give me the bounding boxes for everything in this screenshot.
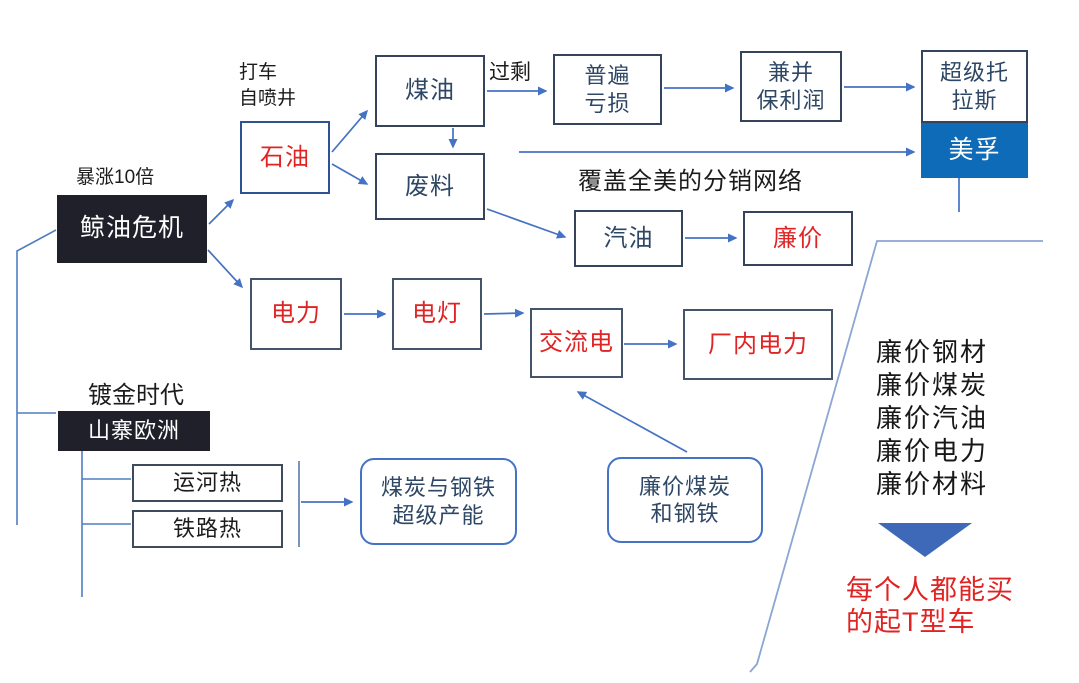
surplus-label: 过剩 [489,61,531,84]
summary-list: 廉价钢材 廉价煤炭 廉价汽油 廉价电力 廉价材料 [876,336,988,501]
summary-item: 廉价煤炭 [876,370,989,400]
node-railway-boom: 铁路热 [132,510,283,548]
node-whale-crisis: 鲸油危机 [57,195,207,263]
cheap-coal-steel-line2: 和钢铁 [650,501,720,526]
arrow-cheapcoal-to-ac [576,391,688,453]
drill-note-line2: 自喷井 [239,88,297,109]
distribution-note: 覆盖全美的分销网络 [578,168,803,195]
arrow-whale-to-oil [208,198,235,225]
node-kerosene: 煤油 [375,55,485,127]
surge-label: 暴涨10倍 [76,167,155,188]
node-canal-boom: 运河热 [132,464,283,502]
model-t-line1: 每个人都能买 [846,575,1014,605]
super-trust-line2: 拉斯 [951,87,998,113]
cheap-coal-steel-line1: 廉价煤炭 [638,473,731,499]
node-oil: 石油 [240,121,330,194]
down-triangle [878,523,972,557]
drill-note: 打车 自喷井 [239,60,296,112]
arrow-whale-to-power [207,249,244,289]
node-gasoline: 汽油 [574,210,683,267]
steel-capacity-line1: 煤炭与钢铁 [380,475,496,500]
model-t-line2: 的起T型车 [846,607,976,637]
node-ac-current: 交流电 [530,308,623,378]
model-t-note: 每个人都能买 的起T型车 [846,574,1014,638]
node-widespread-loss: 普遍 亏损 [553,54,662,125]
node-cheap-coal-steel: 廉价煤炭 和钢铁 [607,457,763,543]
left-tree-line [16,229,57,525]
arrow-lamp-to-ac [483,308,525,318]
widespread-loss-line2: 亏损 [584,90,631,116]
node-waste: 废料 [375,153,485,220]
drill-note-line1: 打车 [239,62,278,83]
merger-profit-line1: 兼并 [767,60,814,85]
node-mobil: 美孚 [921,123,1028,178]
steel-capacity-line2: 超级产能 [392,502,485,528]
super-trust-line1: 超级托 [939,60,1009,85]
right-bracket [749,240,1043,673]
node-merger-profit: 兼并 保利润 [740,51,842,122]
gilded-age-label: 镀金时代 [88,382,184,409]
node-electric-power: 电力 [250,278,342,350]
summary-item: 廉价材料 [876,469,989,499]
widespread-loss-line1: 普遍 [584,63,631,88]
node-factory-power: 厂内电力 [683,309,833,380]
node-copy-europe: 山寨欧洲 [58,411,210,451]
node-cheap: 廉价 [743,211,853,266]
merger-profit-line2: 保利润 [756,87,826,113]
summary-item: 廉价汽油 [876,403,989,433]
node-steel-capacity: 煤炭与钢铁 超级产能 [360,458,517,545]
node-electric-lamp: 电灯 [392,278,482,350]
summary-item: 廉价钢材 [876,337,989,367]
arrow-oil-to-waste [331,163,369,185]
arrow-oil-to-kerosene [331,109,368,153]
node-super-trust: 超级托 拉斯 [921,50,1028,123]
summary-item: 廉价电力 [876,436,989,466]
arrow-waste-to-gasoline [486,208,567,239]
